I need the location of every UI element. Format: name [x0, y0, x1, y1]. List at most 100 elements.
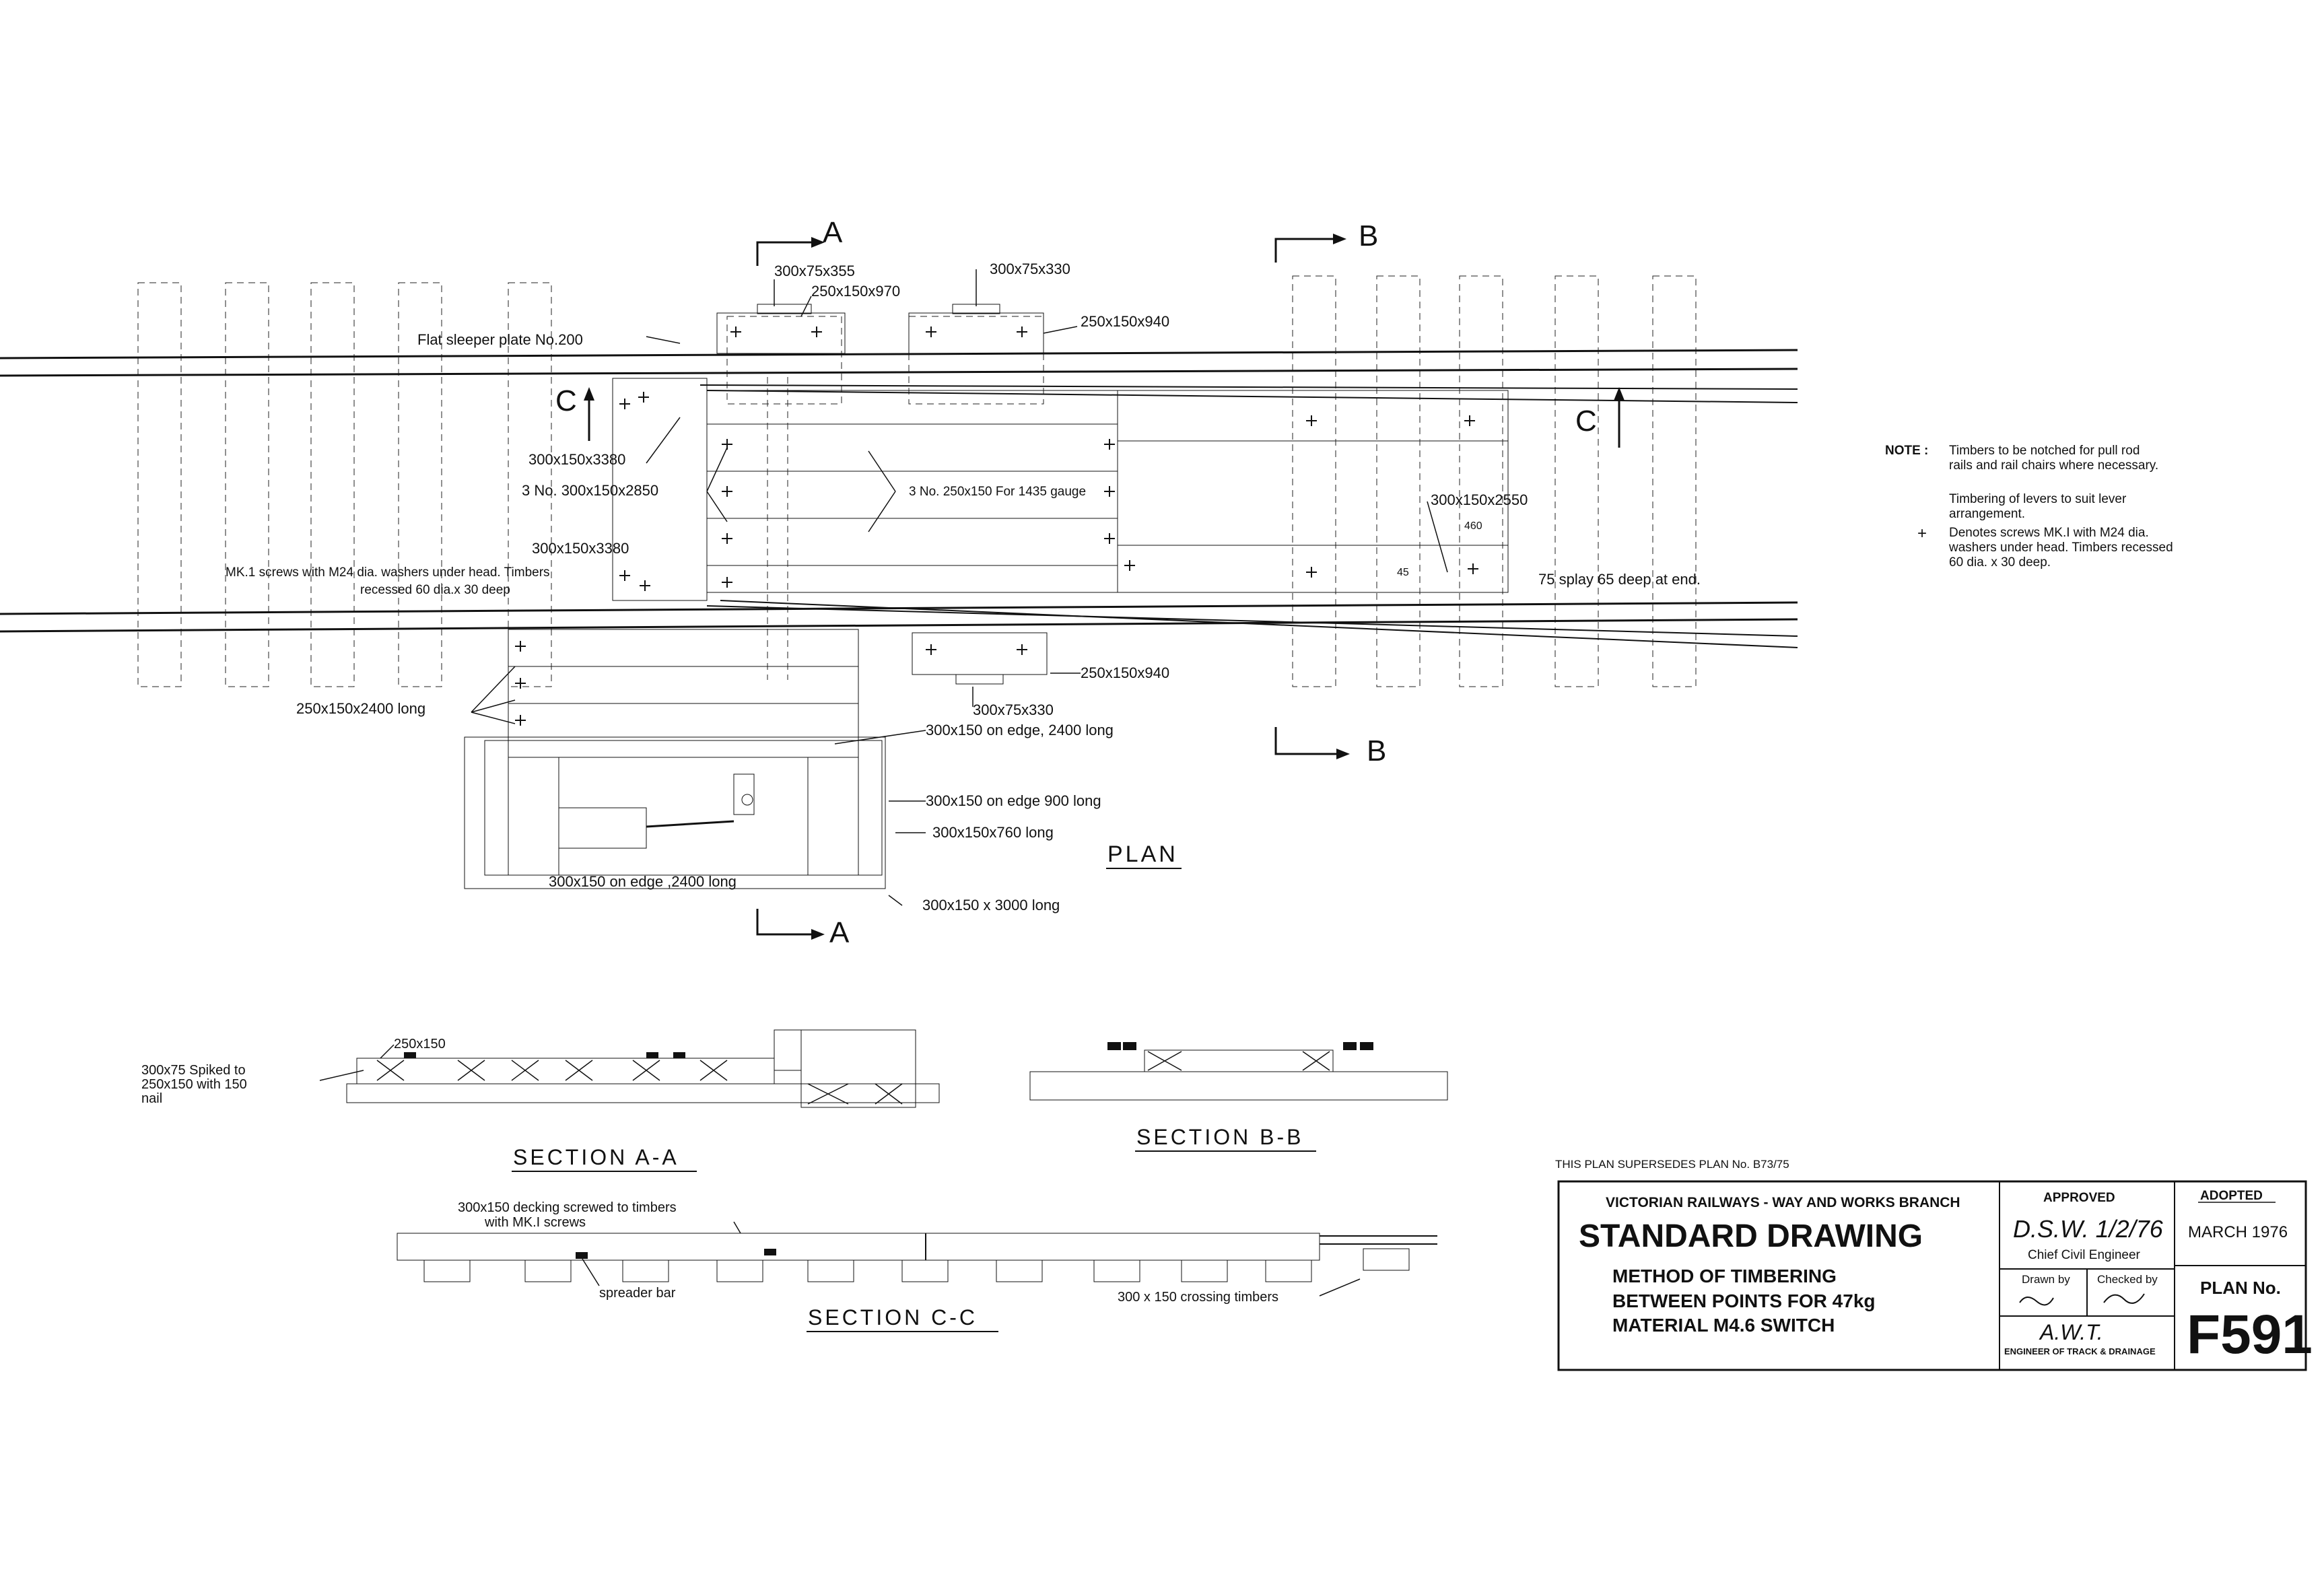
label-crossing-timbers: 300 x 150 crossing timbers: [1118, 1290, 1278, 1305]
drawing-description: METHOD OF TIMBERING: [1612, 1266, 1837, 1286]
note-line: rails and rail chairs where necessary.: [1949, 458, 2158, 473]
section-c-left-marker: C: [555, 384, 594, 441]
lever-frame-outer: [464, 736, 886, 889]
approved-label: APPROVED: [2043, 1191, 2115, 1205]
label-decking: with MK.I screws: [484, 1215, 586, 1230]
screw-cross: [619, 392, 650, 591]
label-3no-300x150x2850: 3 No. 300x150x2850: [522, 482, 658, 499]
label-300x75x330-bottom: 300x75x330: [973, 701, 1054, 718]
label-250x150x940-top: 250x150x940: [1081, 313, 1169, 330]
leader-line: [582, 1258, 600, 1286]
section-a-a-base: [346, 1083, 940, 1103]
arrow-icon: [1336, 749, 1350, 759]
crossing-timber: [1093, 1260, 1140, 1282]
switch-blade: [720, 600, 1798, 648]
approval-signature: D.S.W. 1/2/76: [2013, 1215, 2164, 1243]
timber-300x75x330-bottom: [955, 674, 1004, 685]
lever-handle: [733, 773, 755, 815]
label-spreader-bar: spreader bar: [599, 1286, 676, 1301]
adopted-label: ADOPTED: [2200, 1189, 2263, 1203]
rail: [0, 368, 1798, 377]
sleeper: [508, 282, 552, 687]
title-block: VICTORIAN RAILWAYS - WAY AND WORKS BRANC…: [1557, 1180, 2313, 1371]
screw-cross: [730, 326, 1027, 337]
label-300x150x3000: 300x150 x 3000 long: [922, 897, 1060, 913]
crossing-timber: [807, 1260, 854, 1282]
section-b-label: B: [1359, 219, 1378, 252]
adopted-date: MARCH 1976: [2188, 1223, 2288, 1241]
section-b-b-base: [1029, 1071, 1448, 1101]
switch-blade: [699, 384, 1798, 390]
crossing-timber: [423, 1260, 471, 1282]
screw-cross: [722, 439, 732, 588]
branch-name: VICTORIAN RAILWAYS - WAY AND WORKS BRANC…: [1606, 1195, 1960, 1210]
label-300x75x330-top: 300x75x330: [990, 261, 1070, 277]
note-line: washers under head. Timbers recessed: [1948, 541, 2173, 555]
section-b-label: B: [1367, 734, 1386, 767]
arrow-icon: [811, 237, 825, 248]
timber-grain: [1147, 1051, 1330, 1071]
plan-view: A B C C B A: [0, 216, 1798, 949]
plus-icon: +: [1917, 524, 1927, 543]
supersedes-note: THIS PLAN SUPERSEDES PLAN No. B73/75: [1555, 1158, 1789, 1171]
rail: [0, 349, 1798, 359]
plan-no-label: PLAN No.: [2200, 1278, 2281, 1298]
section-a-a-title: SECTION A-A: [513, 1145, 679, 1169]
label-3no-250x150: 3 No. 250x150 For 1435 gauge: [909, 485, 1086, 499]
label-250x150x2400: 250x150x2400 long: [296, 700, 425, 717]
label-300x75x355: 300x75x355: [774, 263, 855, 279]
crossing-timber: [524, 1260, 572, 1282]
label-300x150-edge-900: 300x150 on edge 900 long: [926, 792, 1101, 809]
label-flat-sleeper: Flat sleeper plate No.200: [417, 331, 583, 348]
chief-engineer-label: Chief Civil Engineer: [2028, 1248, 2141, 1262]
sleeper: [1376, 275, 1421, 687]
label-300x150x3380-a: 300x150x3380: [528, 451, 625, 468]
screw-cross: [1306, 415, 1478, 578]
sleeper: [1459, 275, 1503, 687]
crossing-timber: [1265, 1260, 1312, 1282]
arrow-icon: [1333, 234, 1346, 244]
engineer-signature: A.W.T.: [2039, 1320, 2103, 1344]
sleeper: [398, 282, 442, 687]
sleeper: [310, 282, 355, 687]
rail-profile: [404, 1052, 685, 1058]
label-300x150x2550: 300x150x2550: [1431, 491, 1528, 508]
timber-300x75x355: [757, 304, 812, 314]
section-a-label: A: [823, 216, 843, 249]
note-line: 60 dia. x 30 deep.: [1949, 555, 2051, 570]
section-b-b: SECTION B-B: [1029, 1042, 1448, 1152]
drawn-by-label: Drawn by: [2022, 1273, 2070, 1286]
crossing-timber: [622, 1260, 669, 1282]
label-250x150x970: 250x150x970: [811, 283, 900, 300]
timber-deck-right: [1117, 390, 1509, 593]
note-line: Denotes screws MK.I with M24 dia.: [1949, 526, 2149, 540]
arrow-icon: [1614, 387, 1625, 401]
label-300x150-edge-2400-b: 300x150 on edge ,2400 long: [549, 873, 737, 890]
label-45: 45: [1397, 567, 1409, 578]
note-line: arrangement.: [1949, 507, 2025, 521]
label-300x150x3380-b: 300x150x3380: [532, 540, 629, 557]
timber-250x150x940-bottom: [912, 632, 1048, 675]
section-c-c-title: SECTION C-C: [808, 1305, 978, 1330]
label-300x150x760: 300x150x760 long: [932, 824, 1054, 841]
crossing-timber: [901, 1260, 949, 1282]
sleeper: [726, 316, 842, 405]
screw-cross: [515, 641, 1027, 726]
section-b-bottom-marker: B: [1274, 727, 1386, 767]
section-a-a-post: [774, 1029, 802, 1071]
crossing-timber: [1181, 1260, 1228, 1282]
spreader-bar: [764, 1249, 776, 1255]
spreader-bar: [576, 1252, 588, 1259]
crossing-timber: [996, 1260, 1043, 1282]
section-c-label: C: [1575, 405, 1597, 438]
sleeper: [1652, 275, 1697, 687]
sleeper: [225, 282, 269, 687]
screw-cross: [1104, 439, 1135, 571]
crossing-timber-row: [423, 1248, 1410, 1282]
notes-block: NOTE : Timbers to be notched for pull ro…: [1885, 444, 2173, 570]
label-splay: 75 splay 65 deep at end.: [1538, 571, 1701, 588]
label-300x150-edge-2400: 300x150 on edge, 2400 long: [926, 722, 1114, 738]
label-spiked: 300x75 Spiked to: [141, 1063, 246, 1078]
section-c-label: C: [555, 384, 577, 417]
